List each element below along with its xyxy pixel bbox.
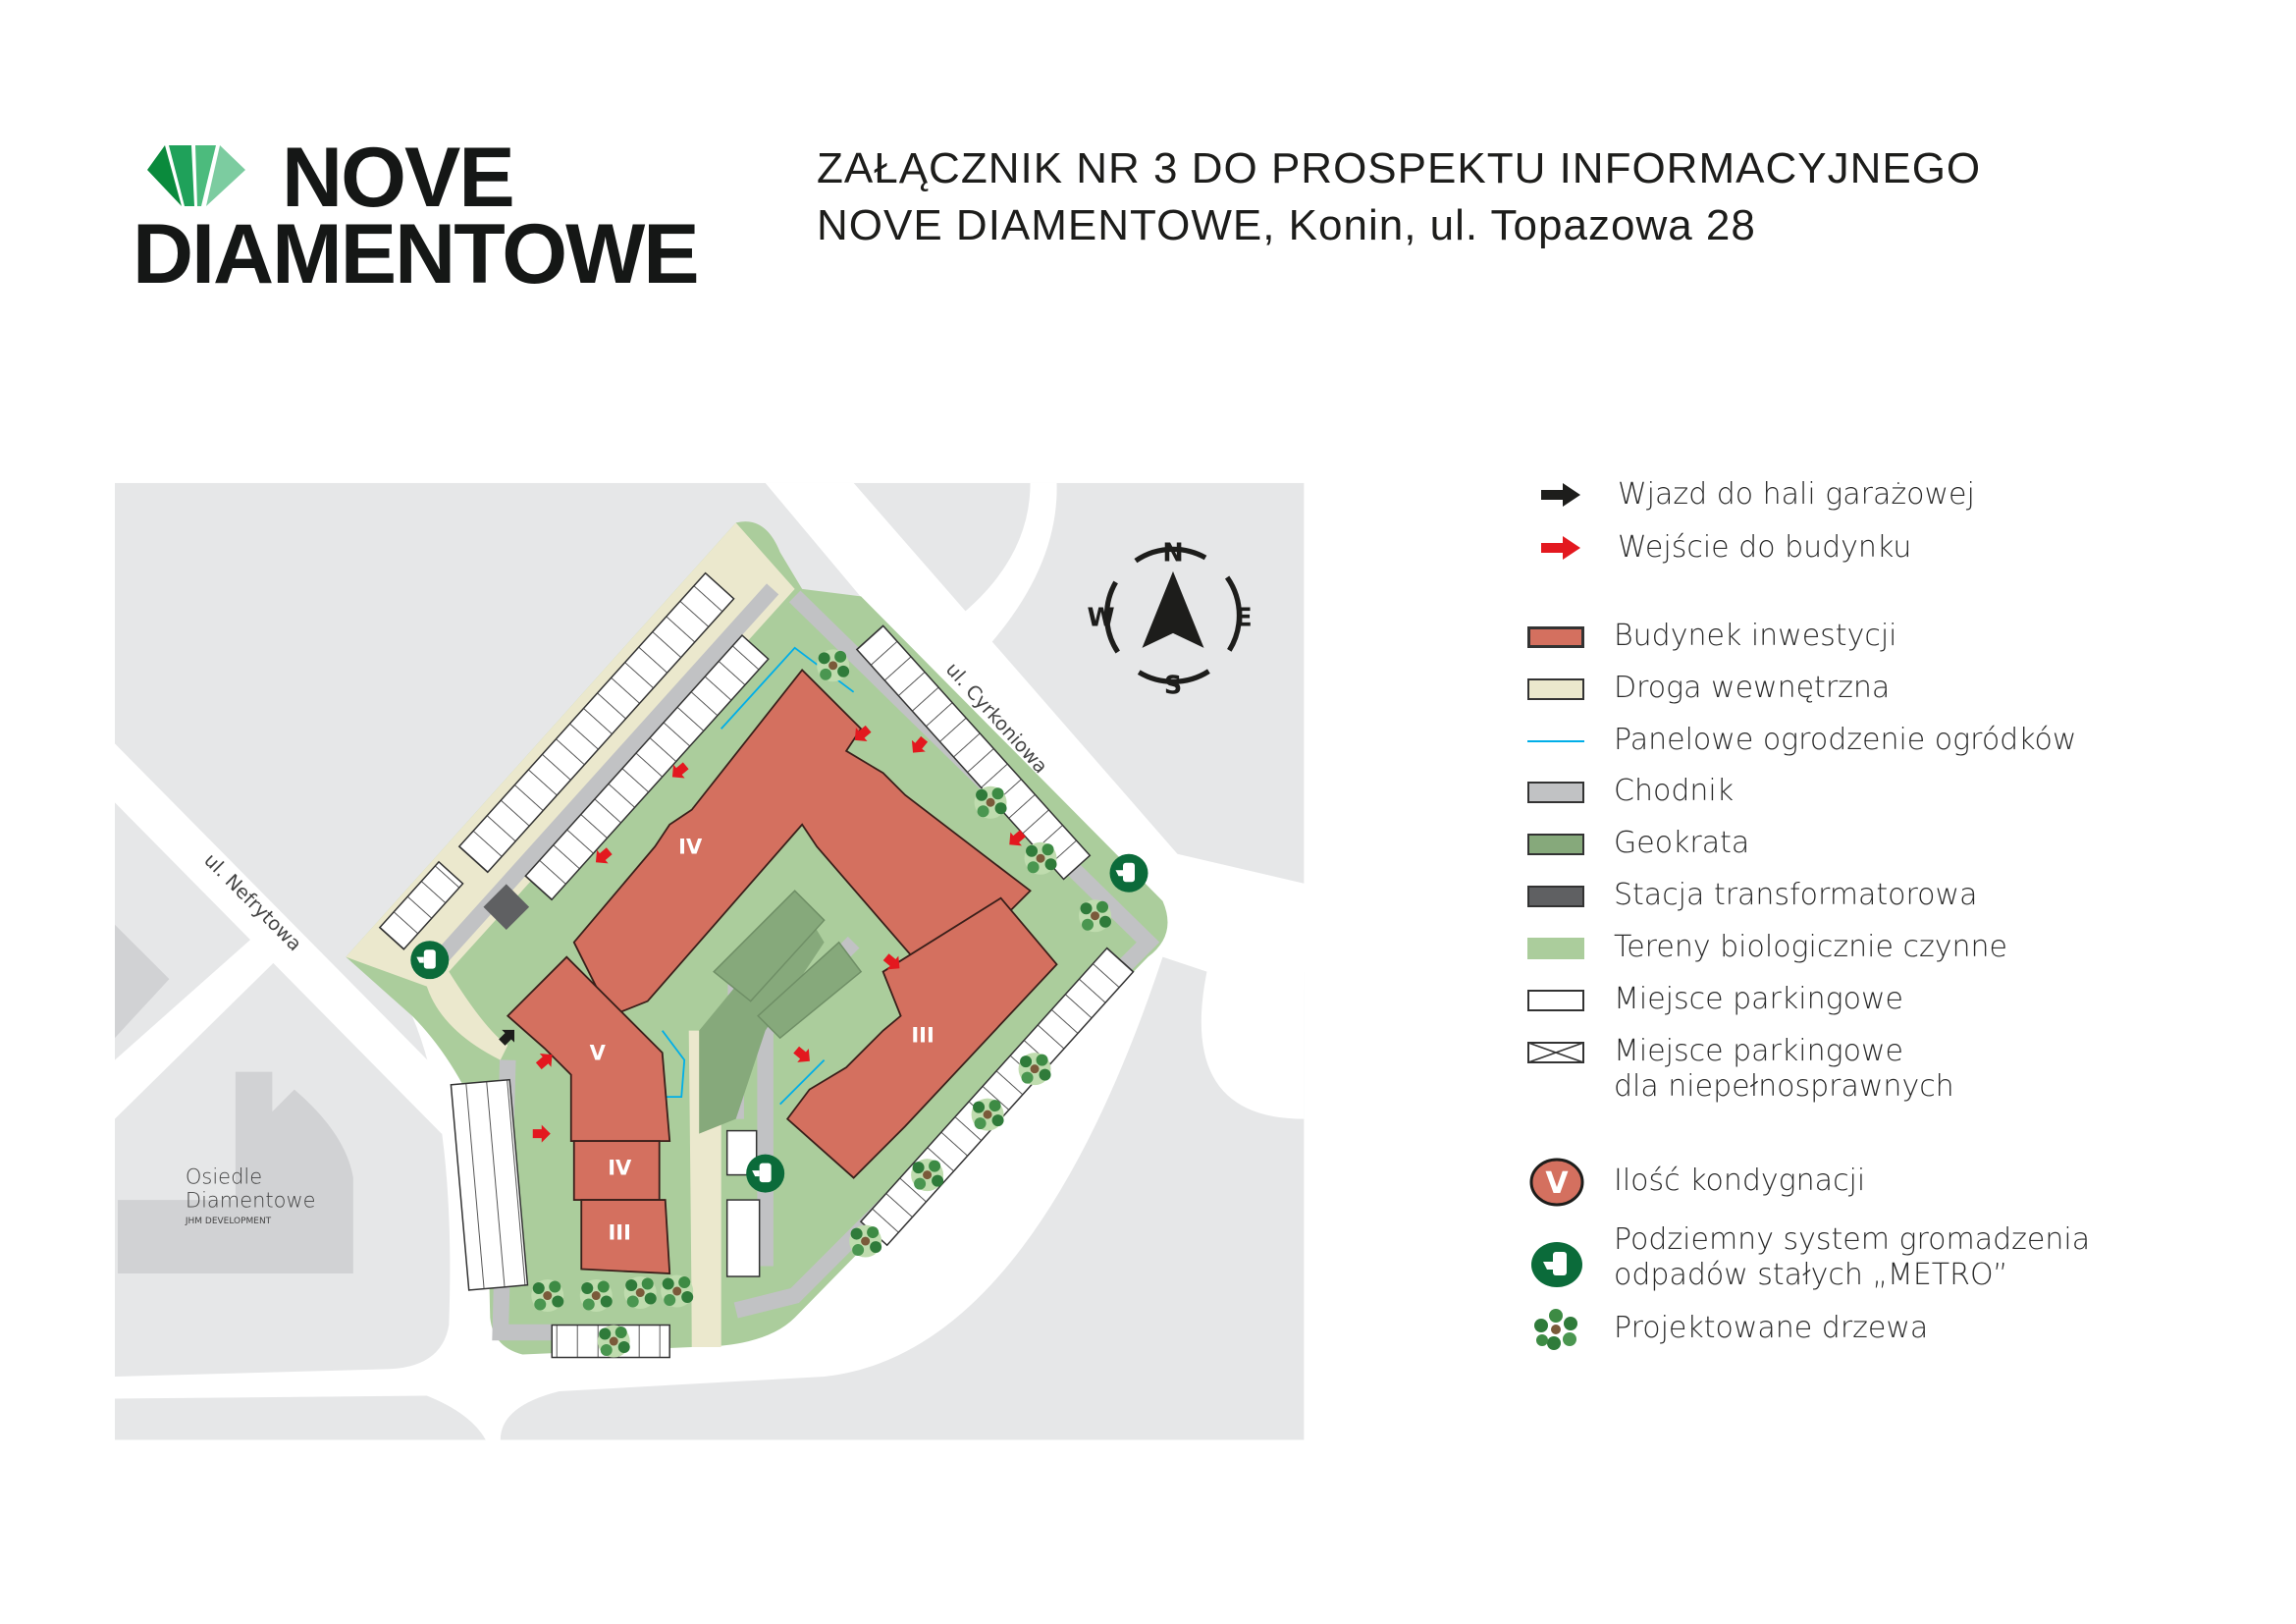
legend-label: Miejsce parkingowe: [1614, 982, 1903, 1016]
internal-road: [346, 522, 795, 1060]
legend-label: Ilość kondygnacji: [1614, 1164, 1866, 1198]
metro-waste-icon: [746, 1154, 785, 1193]
building-label: IV: [608, 1157, 632, 1180]
legend-label: Chodnik: [1614, 774, 1735, 808]
diamond-logo-icon: [147, 145, 245, 206]
compass-rose: N E S W: [1087, 538, 1252, 700]
neighbour-developer: JHM DEVELOPMENT: [185, 1217, 272, 1226]
building-iii-south: [580, 1199, 671, 1274]
legend-label: dla niepełnosprawnych: [1614, 1069, 1954, 1104]
svg-text:E: E: [1235, 603, 1252, 632]
page-title: ZAŁĄCZNIK NR 3 DO PROSPEKTU INFORMACYJNE…: [817, 140, 1981, 254]
legend-label: Droga wewnętrzna: [1614, 671, 1891, 705]
metro-waste-icon: [410, 941, 450, 980]
building-swatch: [1527, 626, 1584, 648]
metro-waste-icon: [1531, 1242, 1582, 1287]
parking-spaces: [378, 571, 1135, 1359]
neighbour-building: [117, 1071, 353, 1274]
legend-label: Miejsce parkingowe: [1614, 1034, 1903, 1068]
logo-text-line2: DIAMENTOWE: [133, 207, 700, 301]
building-label: III: [911, 1024, 934, 1048]
sidewalk-swatch: [1527, 782, 1584, 803]
legend-label: Stacja transformatorowa: [1614, 878, 1978, 912]
red-arrow-icon: [1541, 536, 1580, 560]
legend-label: Panelowe ogrodzenie ogródków: [1614, 723, 2077, 757]
legend-label: odpadów stałych „METRO”: [1614, 1258, 2008, 1292]
parking-swatch: [1527, 990, 1584, 1011]
svg-text:V: V: [1545, 1166, 1569, 1201]
green-area-swatch: [1527, 938, 1584, 959]
title-line2: NOVE DIAMENTOWE, Konin, ul. Topazowa 28: [817, 201, 1756, 249]
building-label: V: [590, 1042, 607, 1065]
logo-text-line1: NOVE: [282, 131, 515, 225]
svg-text:W: W: [1087, 603, 1114, 632]
neighbour-name: Diamentowe: [186, 1189, 316, 1213]
svg-text:N: N: [1162, 538, 1183, 568]
svg-text:S: S: [1164, 671, 1182, 700]
metro-waste-icon: [1109, 853, 1148, 893]
black-arrow-icon: [1541, 483, 1580, 507]
building-iii-east: [785, 896, 1058, 1179]
geokrata-swatch: [1527, 834, 1584, 855]
transformer-swatch: [1527, 886, 1584, 907]
legend-label: Geokrata: [1614, 826, 1750, 860]
building-iv-south: [572, 1140, 661, 1201]
north-arrow-icon: [1142, 570, 1204, 648]
neighbour-name: Osiedle: [186, 1165, 262, 1189]
legend-label: Wejście do budynku: [1618, 530, 1912, 565]
legend-label: Budynek inwestycji: [1614, 619, 1897, 653]
internal-road-swatch: [1527, 678, 1584, 700]
title-line1: ZAŁĄCZNIK NR 3 DO PROSPEKTU INFORMACYJNE…: [817, 144, 1982, 192]
legend-label: Projektowane drzewa: [1614, 1311, 1929, 1345]
legend-label: Tereny biologicznie czynne: [1614, 930, 2007, 964]
garage-entrance-arrow: [499, 1029, 515, 1046]
building-iv-main: [572, 668, 1032, 1017]
building-label: IV: [678, 836, 703, 859]
transformer-station: [483, 884, 530, 931]
building-label: III: [609, 1221, 631, 1245]
legend-label: Podziemny system gromadzenia: [1614, 1222, 2091, 1257]
floors-badge-icon: V: [1529, 1158, 1584, 1207]
disabled-parking-swatch: [1527, 1042, 1584, 1063]
legend-label: Wjazd do hali garażowej: [1618, 477, 1975, 512]
fence-swatch: [1527, 740, 1584, 742]
tree-icon: [1534, 1309, 1577, 1350]
